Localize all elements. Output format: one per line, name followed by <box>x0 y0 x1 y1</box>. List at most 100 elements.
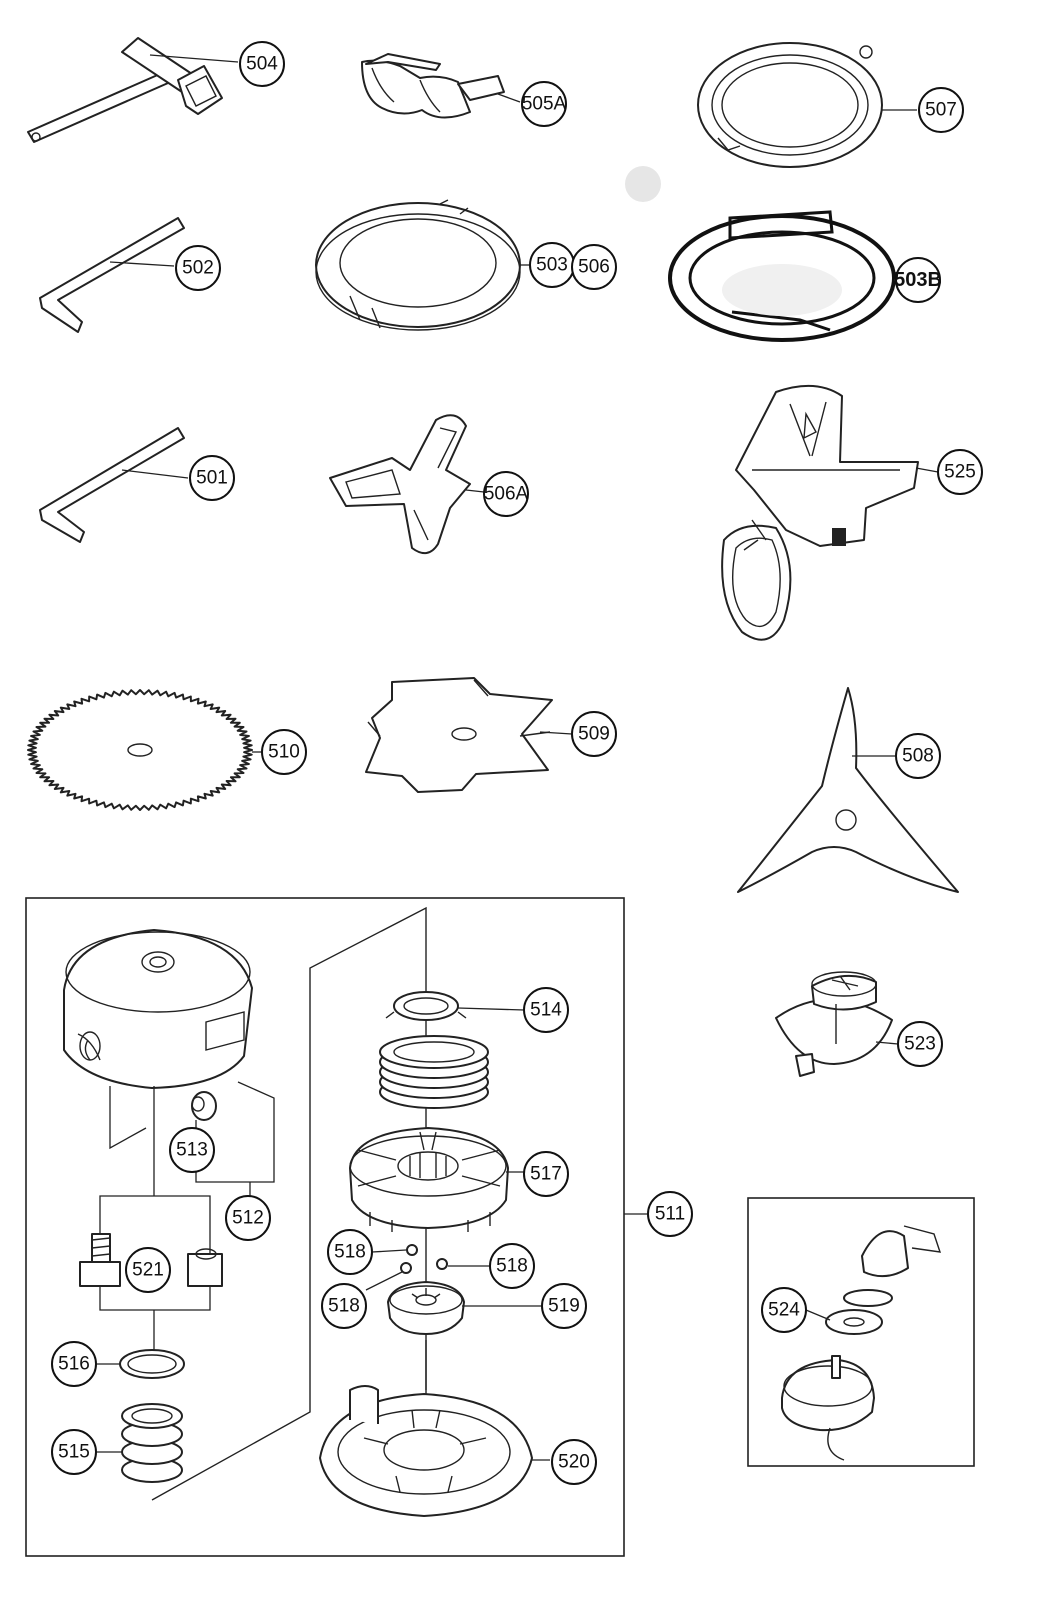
callout-506A: 506A <box>483 471 529 517</box>
callout-label: 514 <box>530 1000 562 1021</box>
callout-514: 514 <box>523 987 569 1033</box>
callout-label: 518 <box>496 1256 528 1277</box>
callout-505A: 505A <box>521 81 567 127</box>
callout-518c: 518 <box>321 1283 367 1329</box>
callout-circle <box>541 1283 587 1329</box>
callout-503: 503 <box>529 242 575 288</box>
head-524-drawing <box>781 1225 942 1461</box>
ring-507-drawing <box>697 42 917 168</box>
callout-524: 524 <box>761 1287 807 1333</box>
callout-515: 515 <box>51 1429 97 1475</box>
callout-layer: 504 505A 507 502 503 506 503B 501 506A 525 510 509 5… <box>51 41 983 1485</box>
callout-519: 519 <box>541 1283 587 1329</box>
callout-label: 516 <box>58 1354 90 1375</box>
callout-label: 506 <box>578 257 610 278</box>
safety-glasses-drawing <box>361 53 521 119</box>
coil-spring-drawing <box>379 1035 489 1109</box>
callout-circle <box>523 987 569 1033</box>
callout-510: 510 <box>261 729 307 775</box>
callout-label: 523 <box>904 1034 936 1055</box>
spring-515-drawing <box>92 1403 183 1483</box>
callout-circle <box>327 1229 373 1275</box>
callout-circle <box>761 1287 807 1333</box>
smudge <box>625 166 661 202</box>
callout-512: 512 <box>225 1195 271 1241</box>
callout-label: 503B <box>894 269 942 291</box>
callout-circle <box>551 1439 597 1485</box>
callout-label: 506A <box>484 484 529 505</box>
callout-label: 520 <box>558 1452 590 1473</box>
callout-516: 516 <box>51 1341 97 1387</box>
callout-circle <box>523 1151 569 1197</box>
base-520-drawing <box>319 1385 550 1517</box>
callout-507: 507 <box>918 87 964 133</box>
callout-518a: 518 <box>327 1229 373 1275</box>
cam-519-drawing <box>387 1281 542 1335</box>
three-tooth-blade-drawing <box>737 687 959 893</box>
callout-520: 520 <box>551 1439 597 1485</box>
callout-502: 502 <box>175 245 221 291</box>
callout-label: 507 <box>925 100 957 121</box>
callout-label: 502 <box>182 258 214 279</box>
callout-circle <box>937 449 983 495</box>
callout-circle <box>225 1195 271 1241</box>
callout-label: 505A <box>522 94 567 115</box>
callout-511: 511 <box>647 1191 693 1237</box>
cutter-cap-drawing <box>63 929 275 1352</box>
callout-label: 513 <box>176 1140 208 1161</box>
harness-drawing <box>721 384 939 641</box>
callout-label: 518 <box>328 1296 360 1317</box>
callout-label: 508 <box>902 746 934 767</box>
callout-circle <box>918 87 964 133</box>
callout-525: 525 <box>937 449 983 495</box>
callout-label: 518 <box>334 1242 366 1263</box>
washer-516-drawing <box>92 1349 185 1379</box>
callout-label: 504 <box>246 54 278 75</box>
callout-circle <box>897 1021 943 1067</box>
hex-key-502-drawing <box>39 217 185 333</box>
callout-circle <box>321 1283 367 1329</box>
bolts-521-drawing <box>79 1233 223 1287</box>
callout-521: 521 <box>125 1247 171 1293</box>
callout-label: 521 <box>132 1260 164 1281</box>
assembly-frame-511 <box>25 897 625 1557</box>
head-523-drawing <box>775 971 899 1077</box>
callout-circle <box>647 1191 693 1237</box>
callout-label: 512 <box>232 1208 264 1229</box>
callout-523: 523 <box>897 1021 943 1067</box>
callout-circle <box>895 257 941 303</box>
callout-label: 515 <box>58 1442 90 1463</box>
callout-circle <box>51 1341 97 1387</box>
ring-503b-drawing <box>668 210 896 342</box>
harness-pad-drawing <box>329 414 485 555</box>
callout-circle <box>483 471 529 517</box>
callout-circle <box>895 733 941 779</box>
callout-508: 508 <box>895 733 941 779</box>
callout-513: 513 <box>169 1127 215 1173</box>
callout-label: 519 <box>548 1296 580 1317</box>
callout-label: 501 <box>196 468 228 489</box>
callout-label: 509 <box>578 724 610 745</box>
callout-506: 506 <box>571 244 617 290</box>
saw-blade-drawing <box>27 689 262 811</box>
callout-503B: 503B <box>894 257 942 303</box>
callout-label: 511 <box>655 1204 685 1225</box>
callout-circle <box>489 1243 535 1289</box>
callout-label: 525 <box>944 462 976 483</box>
callout-label: 524 <box>768 1300 800 1321</box>
spool-517-drawing <box>349 1127 524 1232</box>
callout-label: 510 <box>268 742 300 763</box>
callout-509: 509 <box>571 711 617 757</box>
plug-wrench-drawing <box>27 37 239 143</box>
callout-501: 501 <box>189 455 235 501</box>
callout-517: 517 <box>523 1151 569 1197</box>
callout-circle <box>169 1127 215 1173</box>
hex-key-501-drawing <box>39 427 189 543</box>
callout-label: 517 <box>530 1164 562 1185</box>
callout-circle <box>51 1429 97 1475</box>
retaining-ring-514-drawing <box>385 991 525 1021</box>
callout-label: 503 <box>536 255 568 276</box>
balls-518-drawing <box>365 1244 490 1291</box>
callout-circle <box>175 245 221 291</box>
